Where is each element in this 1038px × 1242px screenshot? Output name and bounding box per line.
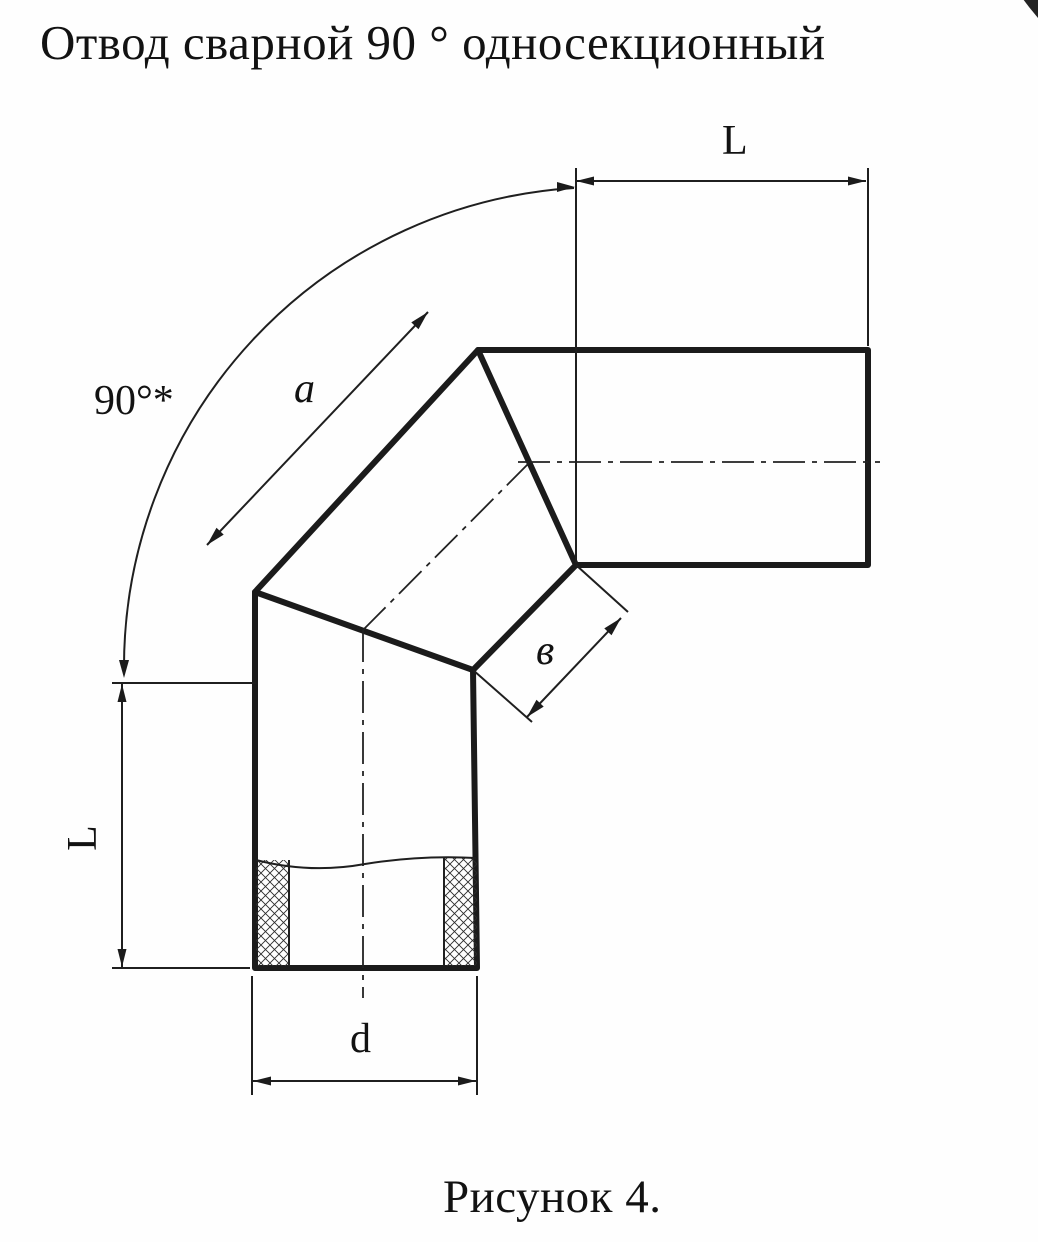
arrowhead-d-left bbox=[253, 1076, 271, 1086]
arrowhead-a-upper bbox=[411, 312, 428, 330]
pipe-wall-hatch-right bbox=[444, 858, 477, 966]
arrowhead-arc-top bbox=[557, 182, 575, 192]
arrowhead-left-L-top bbox=[117, 684, 127, 702]
drawing-title: Отвод сварной 90 ° односекционный bbox=[40, 15, 826, 70]
dimension-line-b bbox=[526, 617, 622, 718]
figure-caption: Рисунок 4. bbox=[443, 1171, 662, 1223]
arrowhead-top-L-right bbox=[848, 176, 866, 186]
arrowhead-b-lower bbox=[527, 699, 544, 717]
horizontal-pipe-outline bbox=[475, 347, 871, 568]
arrowhead-a-lower bbox=[207, 527, 224, 545]
pipe-wall-hatch-left bbox=[256, 860, 289, 966]
arrowhead-top-L-left bbox=[576, 176, 594, 186]
arrowhead-left-L-bottom bbox=[117, 949, 127, 967]
dim-label-left-L: L bbox=[60, 825, 106, 851]
angle-label-90: 90°* bbox=[94, 378, 174, 424]
dimension-line-a bbox=[206, 311, 429, 546]
dim-label-top-L: L bbox=[722, 118, 748, 164]
arrowhead-b-upper bbox=[604, 618, 621, 636]
extension-line-b-upper bbox=[575, 564, 629, 613]
arrowhead-d-right bbox=[458, 1076, 476, 1086]
vertical-pipe-outline bbox=[252, 589, 480, 971]
extension-line-b-lower bbox=[472, 669, 533, 723]
miter-axis-centerline bbox=[362, 458, 534, 631]
middle-section-outline bbox=[252, 347, 579, 673]
dim-label-d: d bbox=[350, 1016, 371, 1062]
wall-break-line bbox=[255, 856, 477, 870]
dim-label-b: в bbox=[536, 628, 554, 674]
angle-arc-90 bbox=[122, 187, 575, 671]
dim-label-a: a bbox=[294, 366, 315, 412]
arrowhead-arc-bottom bbox=[119, 660, 129, 678]
